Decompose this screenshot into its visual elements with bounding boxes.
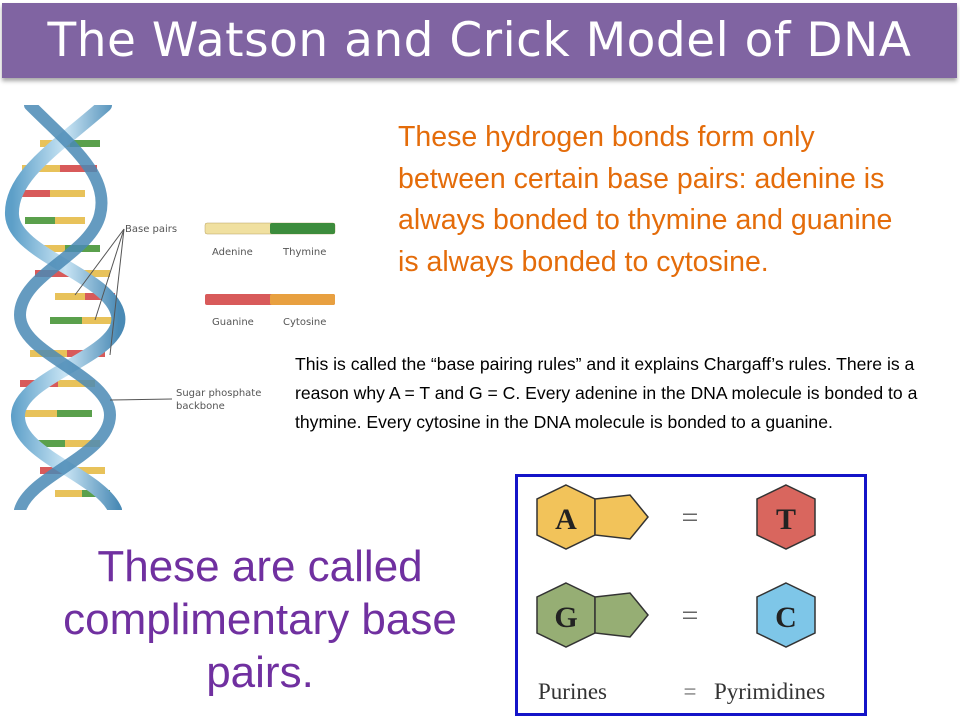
adenine-label: Adenine [212, 247, 253, 258]
purines-label: Purines [538, 679, 607, 704]
base-pairing-rules-text: This is called the “base pairing rules” … [295, 354, 918, 432]
base-pairs-diagram: A = T G = C Purines = Pyrimidines [515, 474, 867, 716]
adenine-letter: A [555, 503, 577, 536]
backbone-strand-1 [5, 105, 126, 510]
equals-sign: = [682, 501, 699, 534]
pointer-line [74, 228, 125, 296]
pointer-line [109, 228, 125, 356]
equals-sign: = [682, 599, 699, 632]
thymine-label: Thymine [282, 247, 326, 258]
title-bar: The Watson and Crick Model of DNA [2, 3, 957, 78]
cytosine-label: Cytosine [283, 317, 326, 328]
thymine-letter: T [776, 503, 796, 536]
guanine-shape: G [536, 582, 649, 648]
backbone-strand-2 [13, 105, 117, 510]
equals-sign: = [684, 679, 697, 704]
guanine-letter: G [554, 601, 577, 634]
guanine-label: Guanine [212, 317, 254, 328]
backbone-label-line1: Sugar phosphate [176, 388, 261, 399]
backbone-label-line2: backbone [176, 401, 225, 412]
pointer-line [94, 228, 125, 321]
pointer-line [109, 398, 173, 401]
cytosine-letter: C [775, 601, 797, 634]
pyrimidines-label: Pyrimidines [714, 679, 825, 704]
adenine-shape: A [536, 484, 649, 550]
hydrogen-bonds-text: These hydrogen bonds form only between c… [398, 121, 893, 278]
thymine-shape: T [756, 484, 816, 550]
dna-helix-figure: Base pairs Adenine Thymine Guanine Cytos… [5, 105, 336, 510]
thymine-bar [270, 223, 335, 234]
cytosine-bar [270, 294, 335, 305]
cytosine-shape: C [756, 582, 816, 648]
slide-title: The Watson and Crick Model of DNA [47, 13, 912, 68]
base-pairs-label: Base pairs [125, 224, 177, 235]
complementary-base-pairs-text: These are called complimentary base pair… [63, 542, 457, 697]
